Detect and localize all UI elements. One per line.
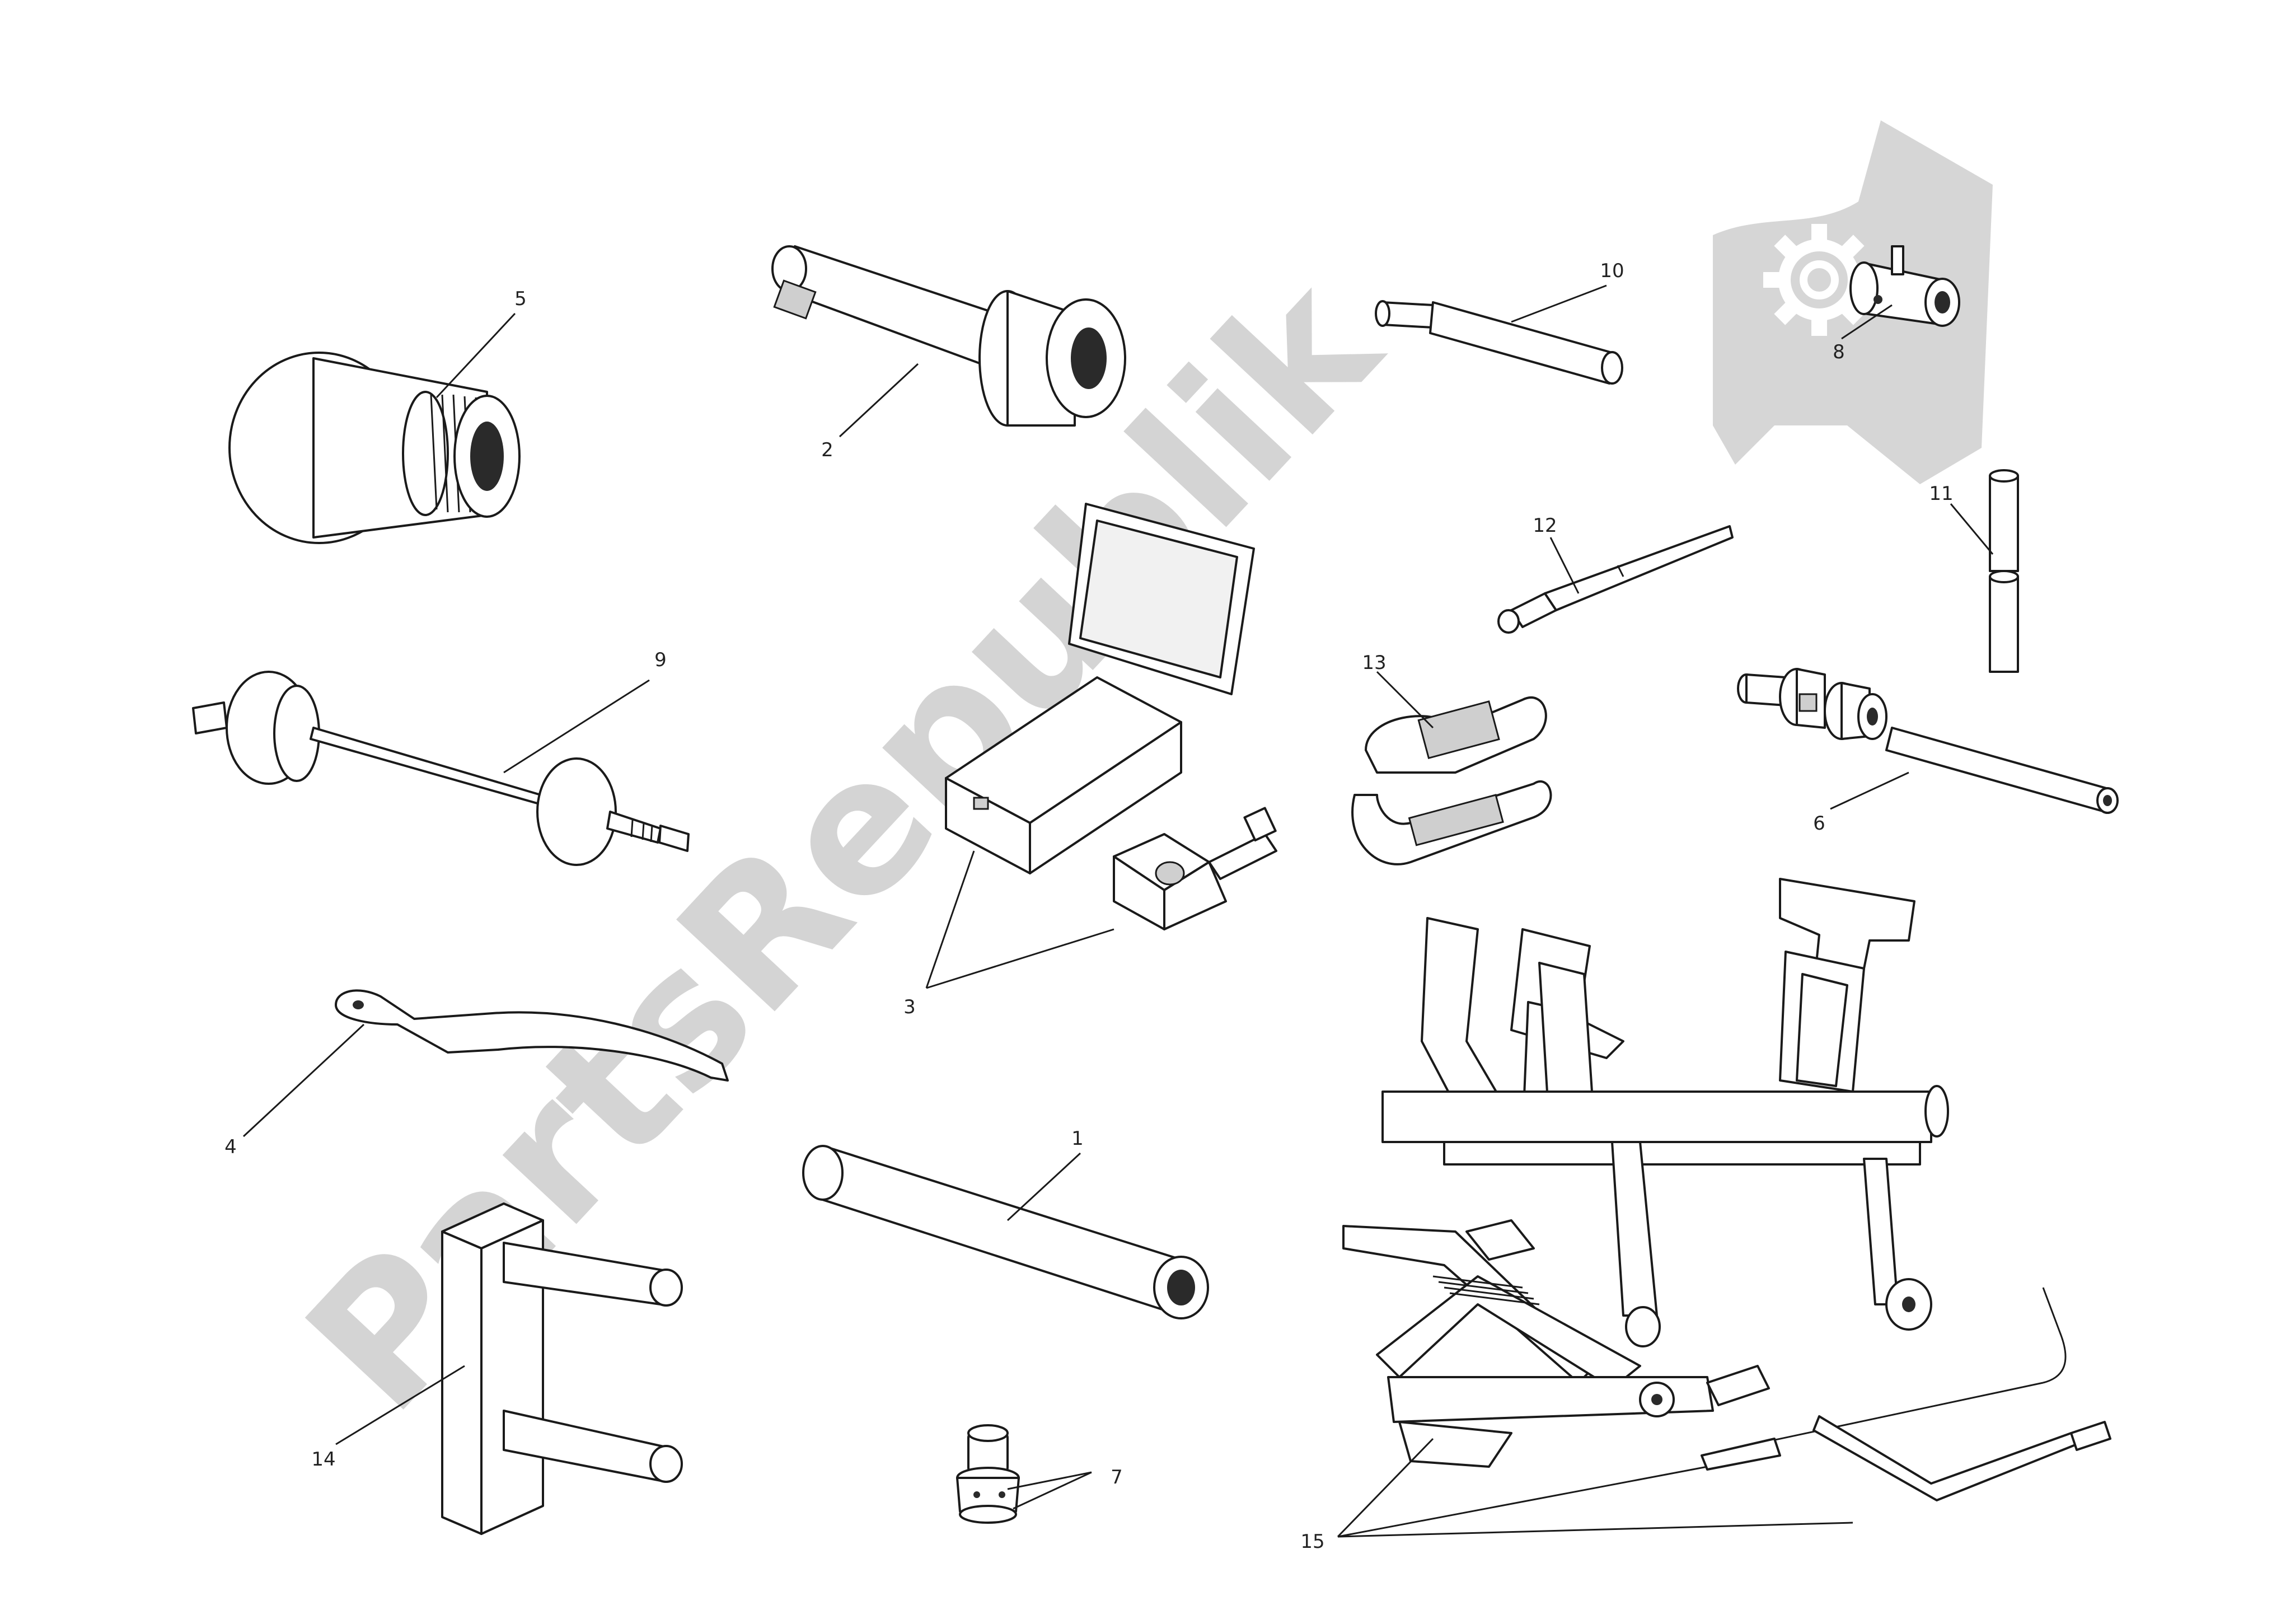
part-10-stepped-pin: [1375, 300, 1623, 385]
part-14-two-pin-plate-tool: [441, 1202, 683, 1535]
callout-8: 8: [1833, 341, 1845, 363]
leader-7a: [1007, 1471, 1092, 1490]
part-4-hook-wrench: [335, 989, 729, 1082]
callout-6: 6: [1813, 812, 1825, 835]
part-13-split-sleeve: [1351, 696, 1552, 865]
leader-13: [1376, 671, 1434, 729]
leader-11: [1950, 503, 1994, 555]
leader-8: [1841, 304, 1893, 340]
callout-11: 11: [1929, 483, 1953, 505]
callout-labels: 5 2 10 8 11 12 13 9 6 3 4 1 14 7 15: [224, 260, 1953, 1553]
callout-14: 14: [311, 1448, 335, 1471]
leader-14: [335, 1365, 465, 1445]
leader-12: [1549, 537, 1580, 594]
leader-7b: [1013, 1471, 1092, 1510]
callout-1: 1: [1071, 1127, 1084, 1150]
leader-15b: [1337, 1466, 1708, 1538]
part-12-probe-tool: [1497, 525, 1734, 634]
leader-3b: [926, 928, 1114, 989]
leader-3a: [925, 850, 975, 989]
part-1-sleeve-tube: [802, 1145, 1209, 1319]
leader-1: [1006, 1152, 1081, 1221]
callout-10: 10: [1600, 260, 1624, 282]
leader-5: [435, 312, 516, 399]
part-2-stepped-drift-tube: [771, 245, 1126, 427]
callout-7: 7: [1111, 1466, 1123, 1489]
part-8-collar-with-screw: [1849, 245, 1960, 327]
leader-9: [503, 679, 650, 774]
callout-5: 5: [514, 288, 527, 310]
callout-12: 12: [1533, 514, 1557, 537]
leader-4: [242, 1023, 365, 1138]
callout-3: 3: [903, 996, 916, 1018]
leader-15c: [1337, 1522, 1853, 1538]
part-6-pin-and-bush-set: [1737, 668, 2119, 814]
callout-9: 9: [654, 649, 667, 671]
leader-10: [1511, 284, 1607, 323]
callout-13: 13: [1362, 652, 1386, 674]
callout-4: 4: [224, 1136, 237, 1158]
part-11-split-dowel: [1989, 469, 2019, 673]
leader-6: [1830, 771, 1909, 810]
part-9-bearing-puller-rod: [192, 671, 690, 866]
part-5-threaded-flange-bush: [228, 352, 521, 544]
leader-2: [839, 363, 919, 438]
part-15-scissor-jack-stand: [1342, 878, 2111, 1501]
callout-2: 2: [821, 439, 833, 461]
part-7-small-adapter: [956, 1424, 1020, 1524]
part-3-tool-box-and-clamp: [945, 503, 1277, 930]
leader-15a: [1337, 1438, 1434, 1538]
leader-lines: [242, 284, 1994, 1538]
callout-15: 15: [1300, 1531, 1324, 1553]
